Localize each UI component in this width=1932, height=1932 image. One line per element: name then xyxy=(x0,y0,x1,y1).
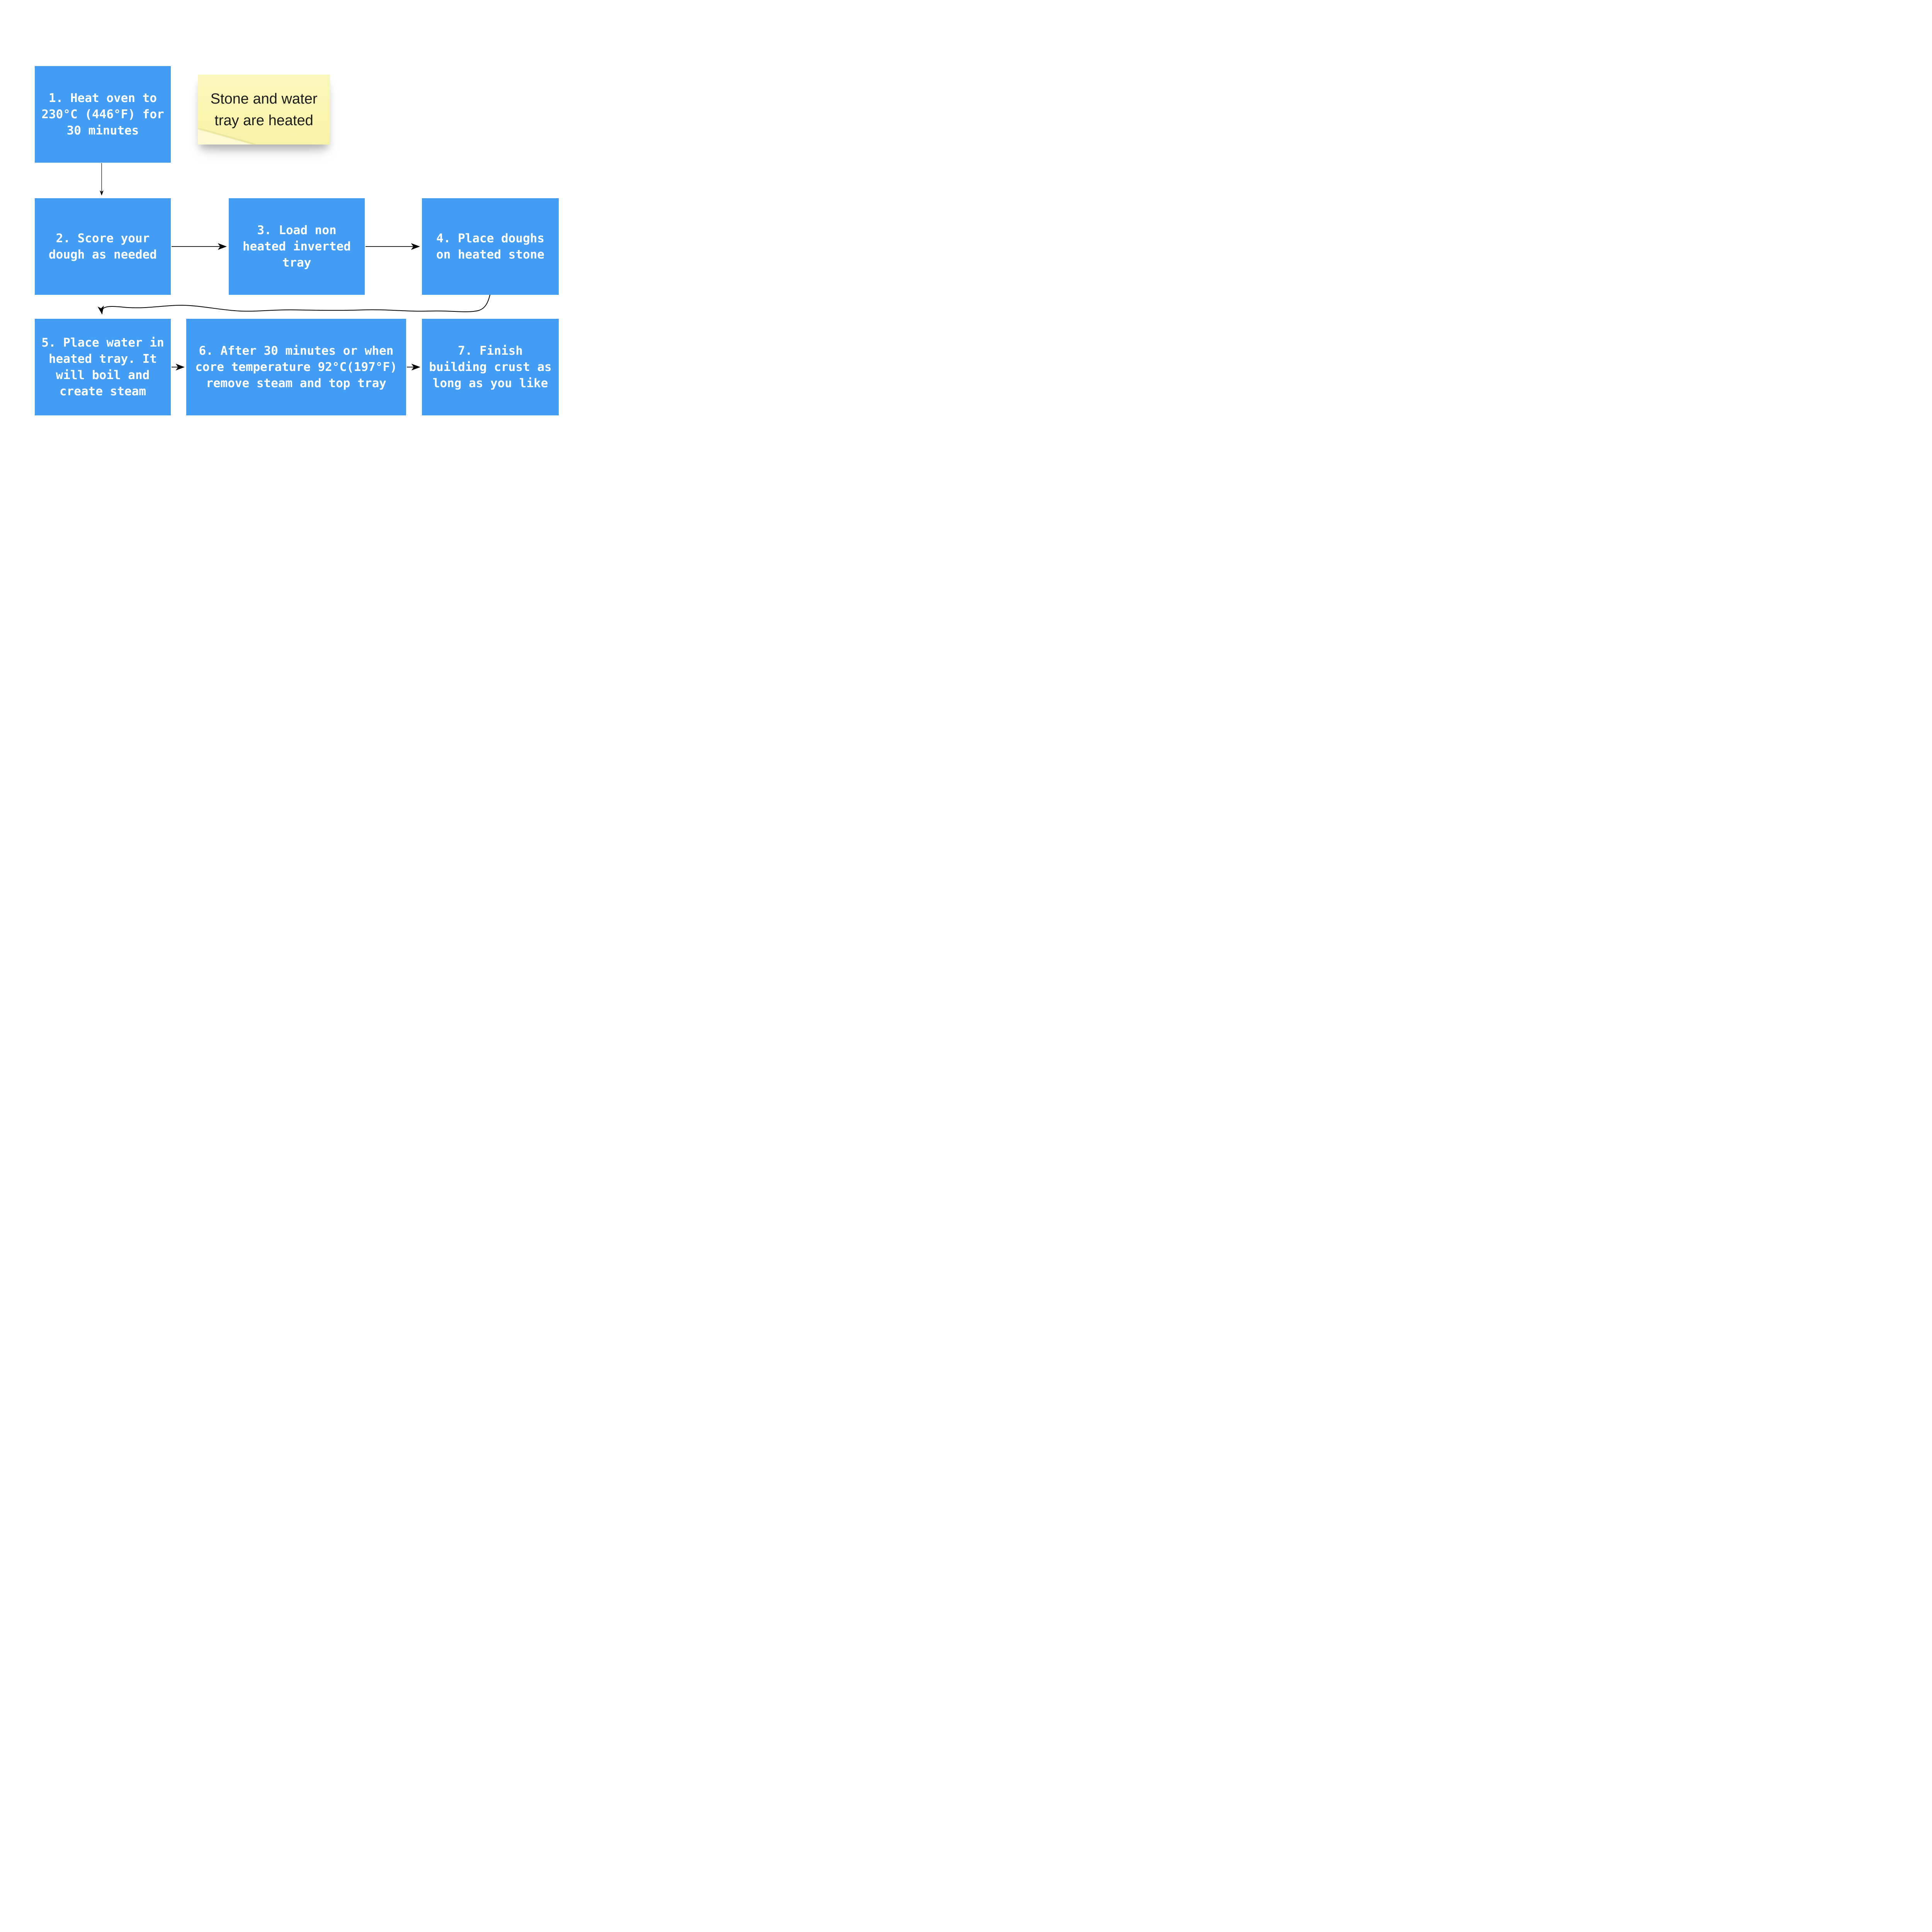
flow-node-step-7: 7. Finish building crust as long as you … xyxy=(422,319,559,415)
flow-node-step-3: 3. Load non heated inverted tray xyxy=(229,198,365,295)
sticky-note-text: Stone and water tray are heated xyxy=(210,90,318,129)
flow-node-step-6: 6. After 30 minutes or when core tempera… xyxy=(186,319,406,415)
sticky-note-fold xyxy=(198,128,256,145)
flow-node-step-2: 2. Score your dough as needed xyxy=(35,198,171,295)
connector-step4-step5 xyxy=(97,294,490,315)
flow-node-step-4: 4. Place doughs on heated stone xyxy=(422,198,559,295)
flowchart-canvas: 1. Heat oven to 230°C (446°F) for 30 min… xyxy=(0,0,600,488)
flow-node-step-1: 1. Heat oven to 230°C (446°F) for 30 min… xyxy=(35,66,171,163)
sticky-note: Stone and water tray are heated xyxy=(198,75,330,145)
flow-node-step-5: 5. Place water in heated tray. It will b… xyxy=(35,319,171,415)
